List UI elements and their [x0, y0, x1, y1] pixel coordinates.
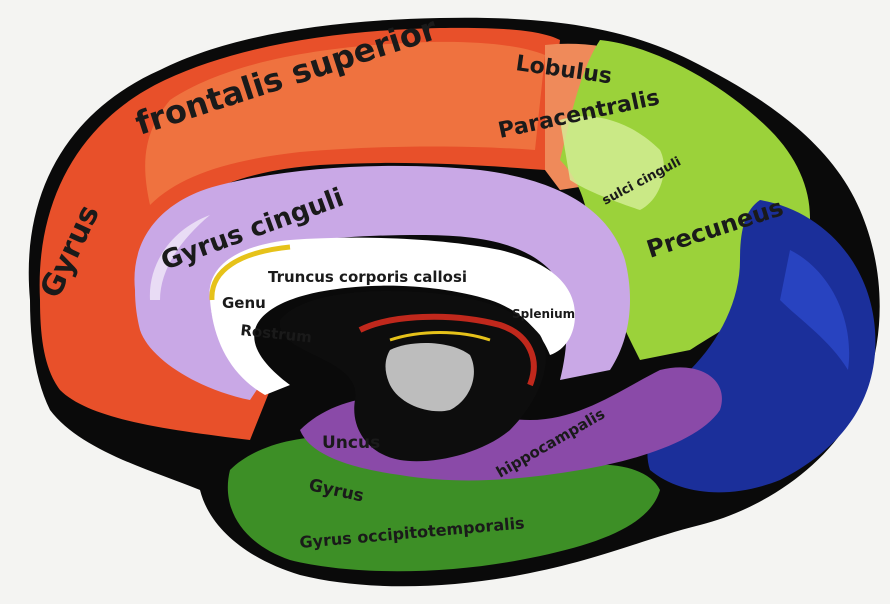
label-uncus: Uncus — [322, 433, 380, 453]
label-splenium: Splenium — [512, 307, 575, 321]
label-genu: Genu — [222, 294, 266, 312]
label-truncus: Truncus corporis callosi — [268, 268, 467, 286]
